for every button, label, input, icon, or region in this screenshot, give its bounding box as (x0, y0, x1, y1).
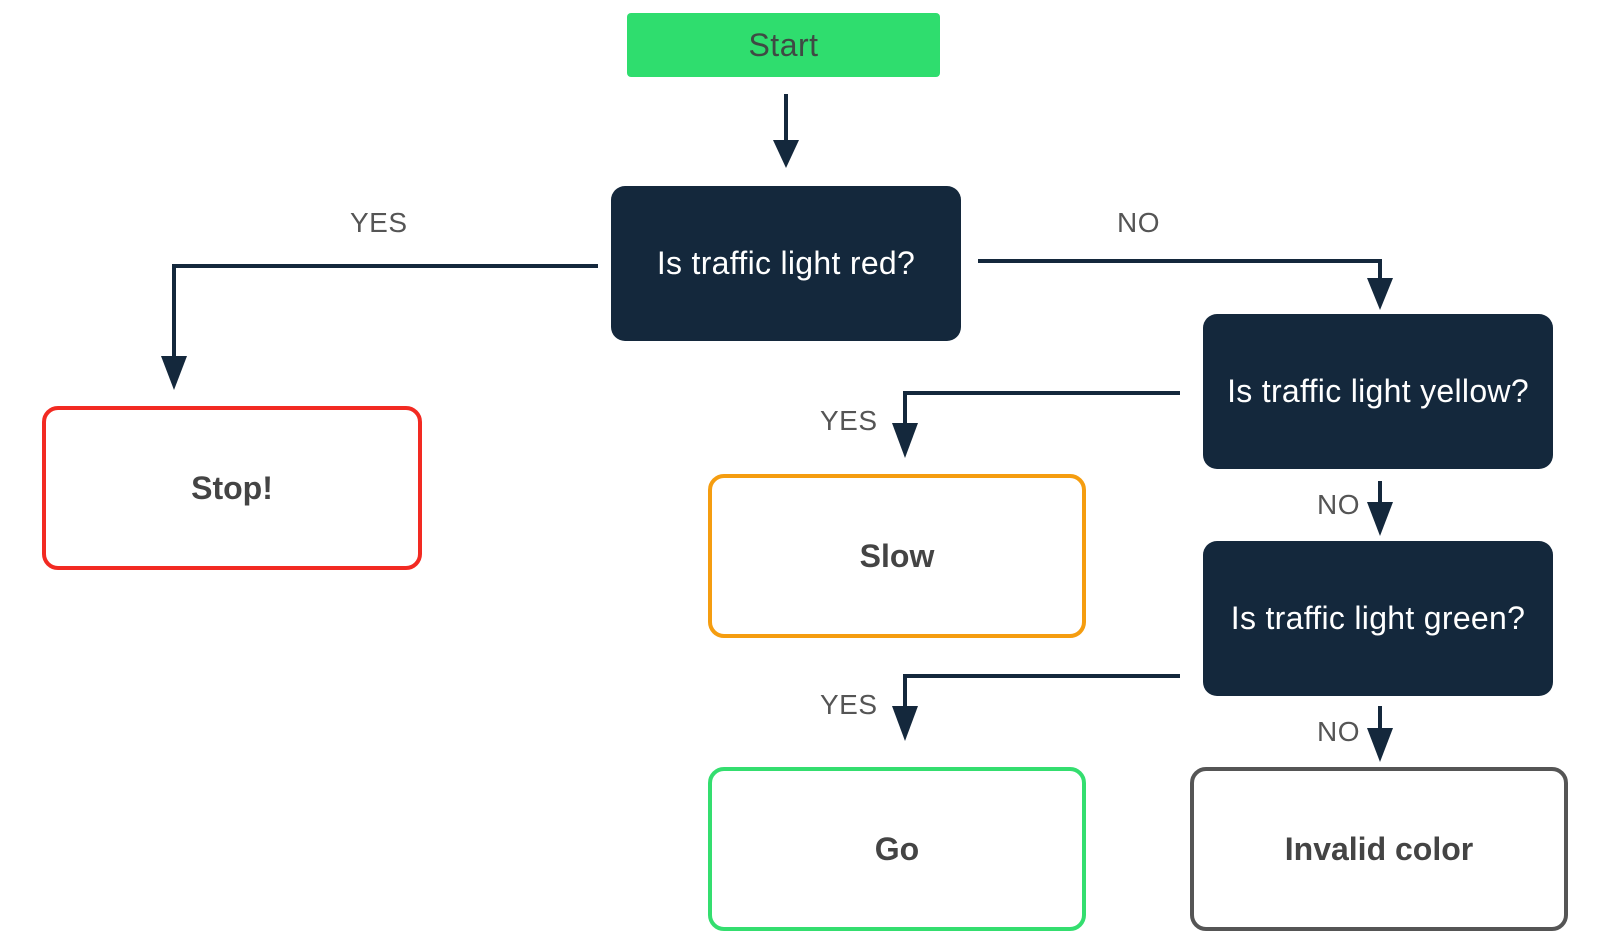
decision-yellow: Is traffic light yellow? (1203, 314, 1553, 469)
outcome-go: Go (708, 767, 1086, 931)
outcome-invalid-color-label: Invalid color (1284, 830, 1474, 867)
arrowhead (892, 706, 918, 741)
edge-label-yellow-yes: YES (820, 405, 878, 436)
arrowheads (161, 140, 1393, 762)
arrowhead (161, 356, 187, 390)
edge-label-red-yes: YES (350, 207, 408, 238)
outcome-slow-label: Slow (859, 537, 935, 574)
outcome-invalid-color: Invalid color (1190, 767, 1568, 931)
start-node-label: Start (748, 26, 819, 63)
decision-yellow-label: Is traffic light yellow? (1227, 373, 1529, 409)
decision-green: Is traffic light green? (1203, 541, 1553, 696)
outcome-stop: Stop! (42, 406, 422, 570)
arrowhead (892, 423, 918, 458)
arrowhead (1367, 278, 1393, 310)
decision-red: Is traffic light red? (611, 186, 961, 341)
edge-label-green-no: NO (1317, 716, 1360, 747)
outcome-stop-label: Stop! (191, 469, 273, 506)
connector-yellow-yes (903, 391, 1180, 431)
edge-label-green-yes: YES (820, 689, 878, 720)
connector-red-yes (172, 264, 598, 362)
arrowhead (1367, 728, 1393, 762)
outcome-slow: Slow (708, 474, 1086, 638)
arrowhead (773, 140, 799, 168)
connector-lines (172, 94, 1382, 740)
decision-red-label: Is traffic light red? (656, 245, 916, 281)
edge-label-yellow-no: NO (1317, 489, 1360, 520)
arrowhead (1367, 502, 1393, 536)
decision-green-label: Is traffic light green? (1230, 600, 1526, 636)
connector-red-no (978, 259, 1382, 290)
connector-green-yes (903, 674, 1180, 714)
start-node: Start (627, 13, 940, 77)
outcome-go-label: Go (874, 830, 920, 867)
edge-label-red-no: NO (1117, 207, 1160, 238)
